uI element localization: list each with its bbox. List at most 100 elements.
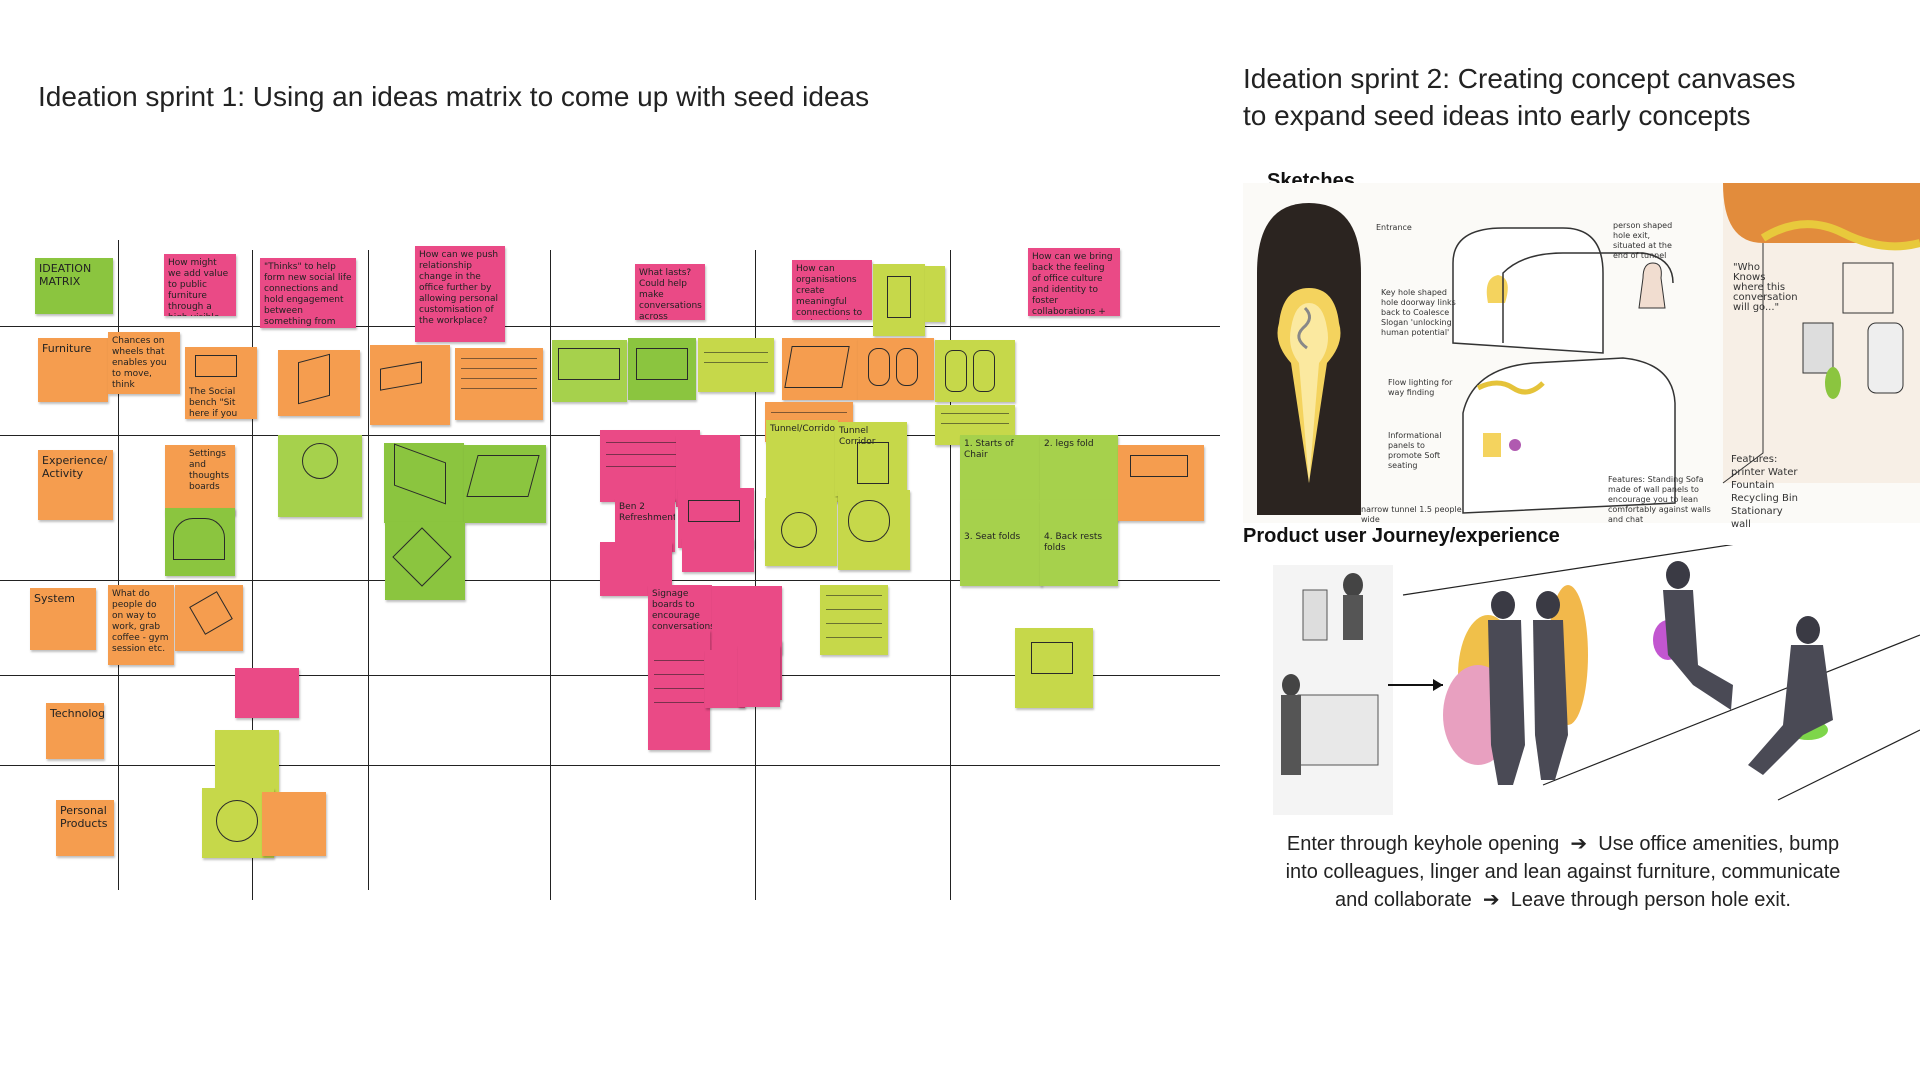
scribble [941,423,1009,424]
keyhole-annotation: Key hole shaped hole doorway links back … [1381,288,1456,337]
journey-figures [1273,522,1920,815]
sketch-note [682,538,754,572]
sketch-drawing [857,442,889,484]
row-label-note: Personal Products [56,800,114,856]
question-text: "Thinks" to help form new social life co… [264,262,352,327]
row-label: Personal Products [60,804,108,830]
grid-line [550,250,551,900]
sketch-drawing [189,591,233,635]
grid-line [118,240,119,890]
grid-line [755,250,756,900]
sketch-note [738,645,780,707]
sketch-drawing [1031,642,1073,674]
idea-note: Tunnel/Corridor [766,420,838,502]
sketch-drawing [636,348,688,380]
scribble [606,442,694,443]
row-label-note: Technology [46,703,104,759]
sketch-note [235,668,299,718]
sketch-drawing [868,348,890,386]
idea-text: 3. Seat folds [964,532,1021,542]
concept-sketches: Entrance Key hole shaped hole doorway li… [1243,183,1920,530]
panels-annotation: Informational panels to promote Soft sea… [1388,431,1442,470]
sketch-note [820,585,888,655]
scribble [461,378,537,379]
caption-step2c: and collaborate [1335,889,1472,911]
tunnel-annotation: narrow tunnel 1.5 people wide [1361,505,1462,524]
sketch-drawing [896,348,918,386]
ideas-matrix: IDEATION MATRIX Furniture Experience/ Ac… [0,240,1220,900]
sketch-drawing [394,443,446,505]
idea-note: What do people do on way to work, grab c… [108,585,174,665]
scribble [826,623,882,624]
sketch-note [628,338,696,400]
sketch-drawing [392,527,452,587]
question-text: How might we add value to public furnitu… [168,258,229,316]
sketch-drawing [558,348,620,380]
grid-line [950,250,951,900]
sketch-drawing [973,350,995,392]
sprint2-heading: Ideation sprint 2: Creating concept canv… [1243,60,1883,134]
sketch-drawing [784,346,850,388]
question-text: How can we bring back the feeling of off… [1032,252,1113,316]
user-journey-illustration [1243,522,1920,825]
journey-label: Product user Journey/experience [1243,525,1560,547]
sketch-note [935,340,1015,402]
idea-text: The Social bench "Sit here if you don't … [189,387,238,419]
row-label: Experience/ Activity [42,454,108,480]
sketch-note [782,338,858,400]
sketch-note [278,350,360,416]
sketch-note [455,348,543,420]
idea-text: 4. Back rests folds [1044,532,1103,553]
matrix-corner-label: IDEATION MATRIX [39,262,92,288]
idea-note: Chances on wheels that enables you to mo… [108,332,180,394]
row-label: Furniture [42,342,92,355]
sketch-note [175,585,243,651]
sketch-note [464,445,546,523]
person-annotation: person shaped hole exit, situated at the… [1613,221,1673,260]
sketch-note [873,264,925,336]
idea-note: Tunnel Corridor [835,422,907,496]
sketch-drawing [298,353,330,405]
question-text: How can we push relationship change in t… [419,250,499,326]
caption-step2b: into colleagues, linger and lean against… [1285,861,1841,883]
sketch-note [698,338,774,392]
row-label-note: Furniture [38,338,108,402]
scribble [704,362,768,363]
caption-step2a: Use office amenities, bump [1598,833,1840,855]
sketch-drawing [887,276,911,318]
sketch-note [385,522,465,600]
sketch-note [925,266,945,322]
idea-text: 1. Starts of Chair [964,439,1014,460]
sketch-illustration [1257,183,1920,515]
sketch-drawing [688,500,740,522]
sketch-note [1015,628,1093,708]
sprint2-heading-line1: Ideation sprint 2: Creating concept canv… [1243,63,1796,94]
sketch-drawing [1130,455,1188,477]
row-label-note: Experience/ Activity [38,450,113,520]
sketch-drawing [848,500,890,542]
scribble [654,674,704,675]
question-note: What lasts? Could help make conversation… [635,264,705,320]
question-note: "Thinks" to help form new social life co… [260,258,356,328]
idea-note: 4. Back rests folds [1040,500,1118,586]
question-note: How can organisations create meaningful … [792,260,872,320]
question-note: How can we push relationship change in t… [415,246,505,342]
idea-note: Settings and thoughts boards [165,445,235,515]
scribble [461,358,537,359]
sketch-drawing [216,800,258,842]
question-text: How can organisations create meaningful … [796,264,863,320]
sketch-note [384,443,464,523]
sketch-note [552,340,627,402]
row-label: Technology [50,707,104,720]
grid-line [252,250,253,900]
caption-step3: Leave through person hole exit. [1510,889,1791,911]
idea-note: 3. Seat folds [960,500,1042,586]
scribble [461,388,537,389]
sprint2-heading-line2: to expand seed ideas into early concepts [1243,100,1751,131]
sketch-drawing [466,455,540,497]
scribble [654,660,704,661]
amenities-annotation: Features: printer Water Fountain Recycli… [1731,454,1798,530]
who-knows-annotation: "Who Knows where this conversation will … [1733,262,1798,313]
sketch-drawing [173,518,225,560]
arrow-icon: ➔ [1564,833,1593,855]
